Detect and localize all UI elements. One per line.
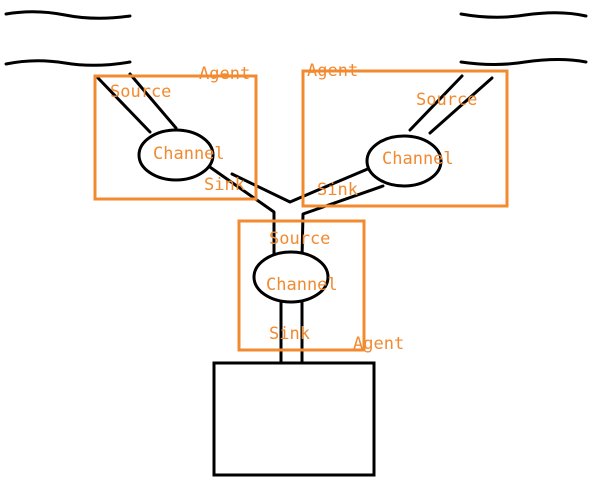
right-channel bbox=[365, 134, 443, 188]
left-sink-label: Sink bbox=[204, 175, 245, 195]
right-channel-label: Channel bbox=[382, 149, 454, 169]
left-channel-label: Channel bbox=[153, 144, 225, 164]
left-stream-upper-line bbox=[4, 10, 132, 20]
center-source-label: Source bbox=[269, 229, 330, 249]
left-agent-box bbox=[93, 74, 258, 201]
left-source-label: Source bbox=[110, 82, 171, 102]
left-stream-lower-line bbox=[4, 59, 132, 67]
left-source-pipe-outer bbox=[96, 76, 152, 134]
center-sink-label: Sink bbox=[269, 324, 310, 344]
left-source-pipe-inner bbox=[128, 72, 178, 130]
right-source-pipe-outer bbox=[408, 74, 464, 132]
center-channel bbox=[252, 250, 330, 304]
right-stream-lower-line bbox=[459, 58, 588, 66]
center-agent-box bbox=[237, 219, 366, 352]
sink-target-box bbox=[212, 361, 376, 477]
right-sink-label: Sink bbox=[317, 180, 358, 200]
center-channel-label: Channel bbox=[266, 275, 338, 295]
right-source-pipe-inner bbox=[428, 76, 494, 135]
right-agent-box bbox=[301, 69, 509, 208]
center-agent-label: Agent bbox=[353, 334, 404, 354]
right-agent-label: Agent bbox=[307, 61, 358, 81]
right-sink-pipe bbox=[300, 184, 385, 260]
right-stream-upper-line bbox=[459, 11, 588, 19]
left-channel bbox=[137, 128, 215, 182]
left-agent-label: Agent bbox=[199, 64, 250, 84]
right-source-label: Source bbox=[416, 90, 477, 110]
left-sink-pipe bbox=[205, 163, 276, 260]
